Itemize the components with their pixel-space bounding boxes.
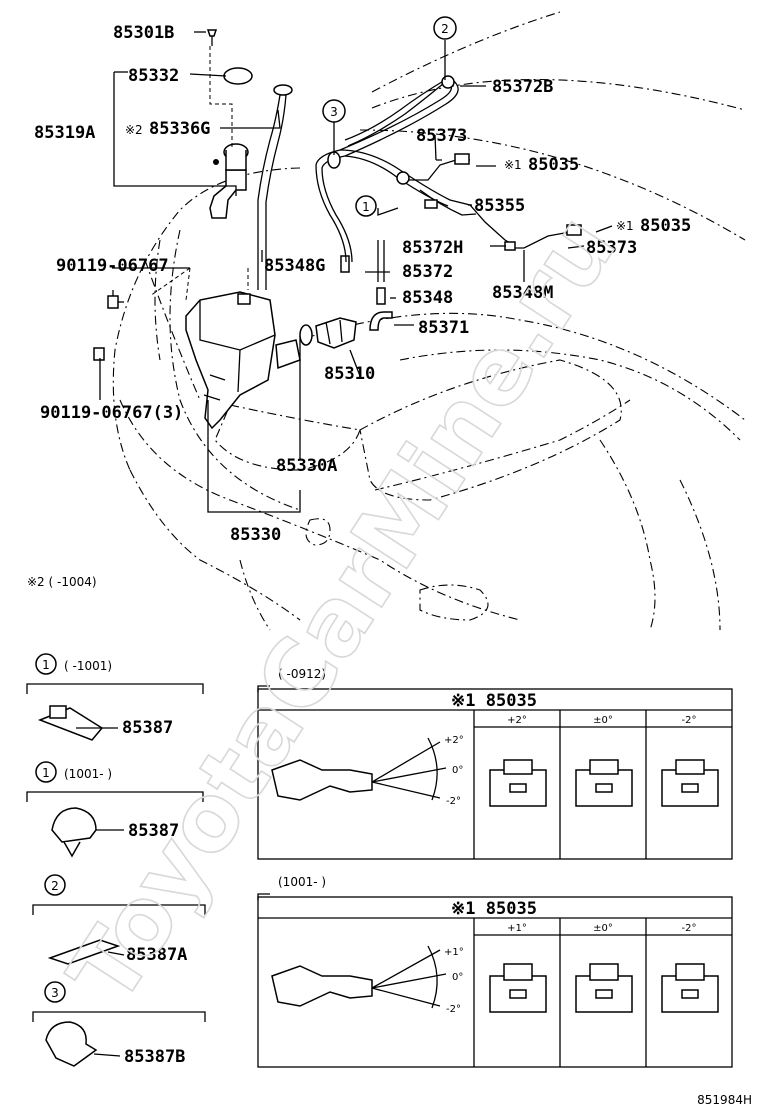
small-parts xyxy=(93,29,393,361)
label-85372B: 85372B xyxy=(492,77,553,97)
svg-text:(1001- ): (1001- ) xyxy=(278,875,326,889)
label-90119-a: 90119-06767 xyxy=(56,256,169,276)
washer-tank xyxy=(185,291,301,430)
label-85372: 85372 xyxy=(402,262,453,282)
svg-text:+1°: +1° xyxy=(507,923,527,934)
label-85355: 85355 xyxy=(474,196,525,216)
tank-cap xyxy=(223,67,253,85)
svg-text:85387: 85387 xyxy=(122,718,173,738)
label-85301B: 85301B xyxy=(113,23,174,43)
label-85330A: 85330A xyxy=(276,456,337,476)
clip-variant-3: 2 85387A xyxy=(32,874,206,965)
label-85319A: 85319A xyxy=(34,123,95,143)
label-85348M: 85348M xyxy=(492,283,553,303)
label-85373-b: 85373 xyxy=(586,238,637,258)
svg-text:±0°: ±0° xyxy=(593,923,613,934)
car-body-outline xyxy=(112,11,746,631)
footnote: ※2 ( -1004) xyxy=(27,575,97,589)
svg-text:85387B: 85387B xyxy=(124,1047,185,1067)
label-85035-b: 85035 xyxy=(640,216,691,236)
label-85336G: 85336G xyxy=(149,119,210,139)
svg-text:±0°: ±0° xyxy=(593,715,613,726)
svg-text:1: 1 xyxy=(42,766,50,780)
label-85330: 85330 xyxy=(230,525,281,545)
svg-text:+2°: +2° xyxy=(444,735,464,746)
svg-text:※1 85035: ※1 85035 xyxy=(451,899,537,919)
nozzle-table-2: (1001- ) ※1 85035 +1° ±0° -2° +1° 0° -2° xyxy=(257,875,733,1068)
svg-text:3: 3 xyxy=(51,986,59,1000)
svg-text:-2°: -2° xyxy=(682,923,697,934)
main-part-labels: 85301B 85332 85319A ※2 85336G 90119-0676… xyxy=(34,23,691,545)
label-85310: 85310 xyxy=(324,364,375,384)
label-85035-a: 85035 xyxy=(528,155,579,175)
filler-neck xyxy=(209,67,253,219)
leader-lines xyxy=(99,31,613,513)
note-mark-1b: ※1 xyxy=(616,219,634,233)
nozzle-table-1: ( -0912) ※1 85035 +2° ±0° -2° +2° 0° -2° xyxy=(257,667,733,860)
svg-text:1: 1 xyxy=(362,200,370,214)
svg-text:2: 2 xyxy=(441,22,449,36)
svg-text:-2°: -2° xyxy=(446,796,461,807)
svg-text:+2°: +2° xyxy=(507,715,527,726)
svg-text:85387: 85387 xyxy=(128,821,179,841)
callout-circle-2: 2 xyxy=(433,16,457,40)
label-85332: 85332 xyxy=(128,66,179,86)
svg-text:1: 1 xyxy=(42,658,50,672)
svg-text:-2°: -2° xyxy=(446,1004,461,1015)
label-85371: 85371 xyxy=(418,318,469,338)
clip-variant-2: 1 (1001- ) 85387 xyxy=(26,761,204,858)
svg-text:2: 2 xyxy=(51,879,59,893)
svg-text:+1°: +1° xyxy=(444,947,464,958)
svg-text:85387A: 85387A xyxy=(126,945,187,965)
washer-pump xyxy=(299,317,357,349)
washer-hoses xyxy=(315,75,582,263)
svg-text:※1 85035: ※1 85035 xyxy=(451,691,537,711)
label-90119-b: 90119-06767(3) xyxy=(40,403,183,423)
svg-text:3: 3 xyxy=(330,105,338,119)
svg-text:(1001- ): (1001- ) xyxy=(64,767,112,781)
note-mark-2: ※2 xyxy=(125,123,143,137)
clip-variant-1: 1 ( -1001) 85387 xyxy=(26,653,204,741)
label-85348: 85348 xyxy=(402,288,453,308)
level-gauge xyxy=(257,84,293,290)
callout-circle-1: 1 xyxy=(355,195,377,217)
label-85373-a: 85373 xyxy=(416,126,467,146)
svg-text:0°: 0° xyxy=(452,765,463,776)
callout-circle-3: 3 xyxy=(322,99,346,123)
note-mark-1a: ※1 xyxy=(504,158,522,172)
svg-text:0°: 0° xyxy=(452,972,463,983)
svg-text:( -0912): ( -0912) xyxy=(278,667,326,681)
svg-text:( -1001): ( -1001) xyxy=(64,659,112,673)
svg-text:-2°: -2° xyxy=(682,715,697,726)
clip-variant-4: 3 85387B xyxy=(32,981,206,1067)
label-85372H: 85372H xyxy=(402,238,463,258)
label-85348G: 85348G xyxy=(264,256,325,276)
figure-code: 851984H xyxy=(697,1093,752,1107)
